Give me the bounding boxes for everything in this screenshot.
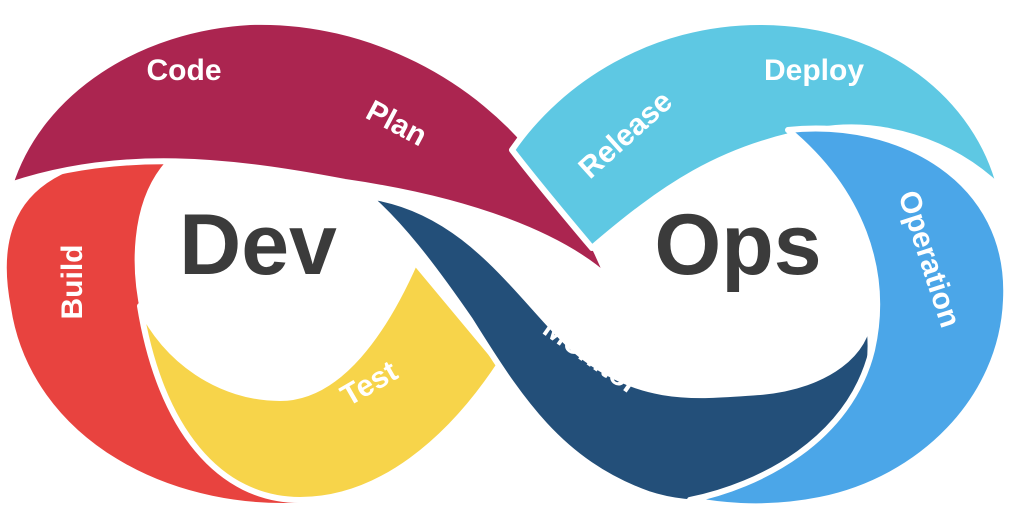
ops-label: Ops	[654, 197, 821, 293]
segment-release-deploy	[509, 19, 1003, 251]
stage-label-deploy: Deploy	[764, 54, 864, 87]
segment-operation	[687, 125, 1010, 510]
stage-label-code: Code	[147, 54, 222, 87]
segment-test	[137, 259, 503, 503]
dev-label: Dev	[179, 197, 337, 293]
stage-label-build: Build	[56, 245, 89, 320]
